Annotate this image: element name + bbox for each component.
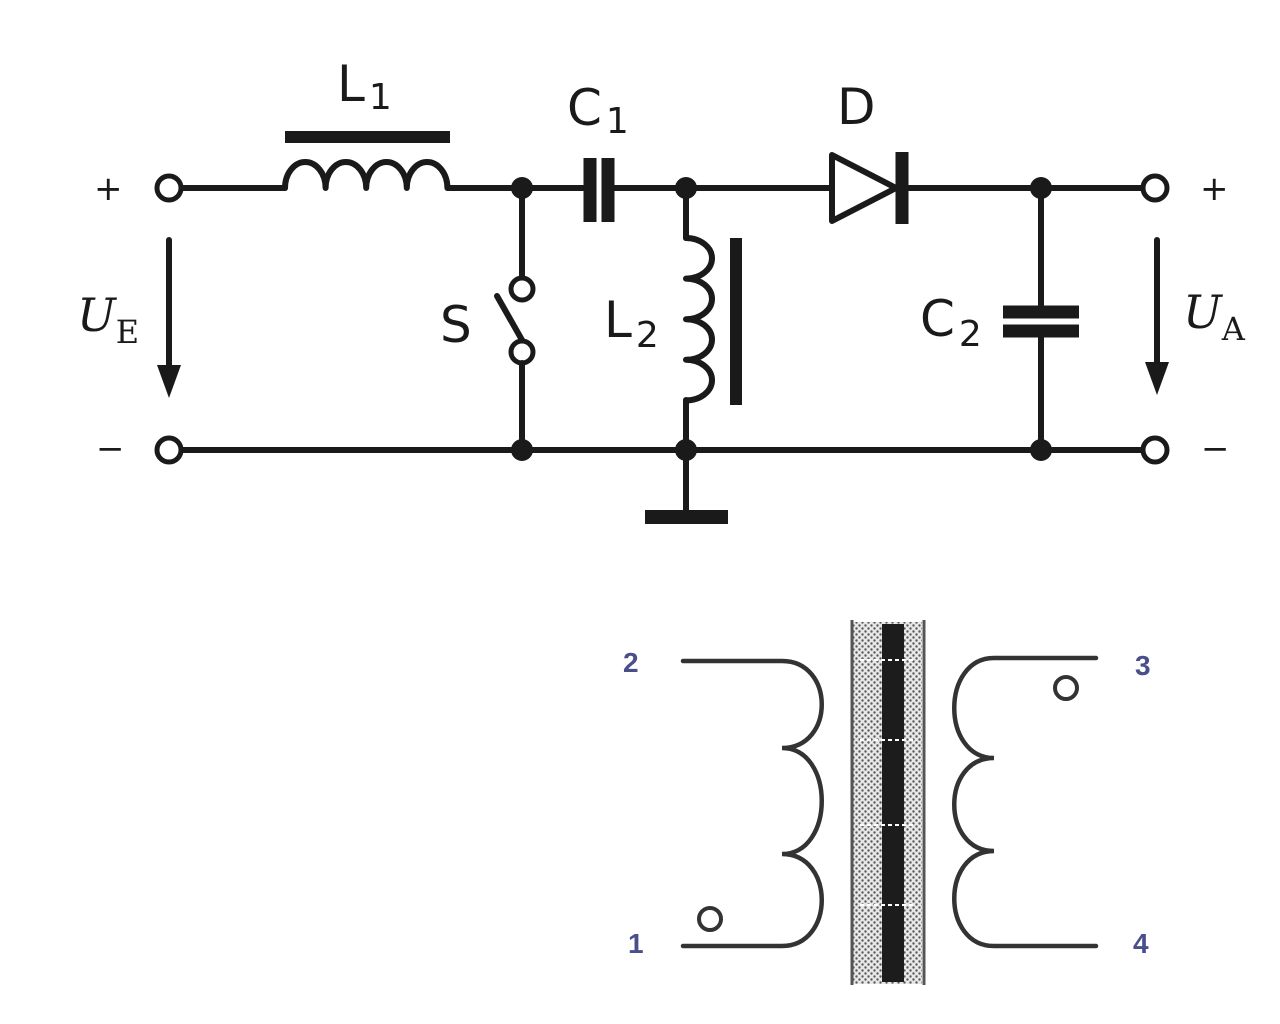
junction-dots (511, 177, 1052, 461)
pin-label-1: 1 (628, 928, 644, 959)
input-terminals: + − UE (77, 169, 184, 469)
switch-s-label: S (440, 296, 472, 354)
output-minus-label: − (1201, 429, 1230, 469)
pin-label-3: 3 (1135, 650, 1151, 681)
ground-symbol (645, 447, 728, 524)
output-plus-label: + (1200, 169, 1229, 209)
input-voltage-arrow (157, 365, 181, 398)
output-voltage-arrow (1145, 362, 1169, 395)
output-terminals: + − UA (1140, 169, 1246, 469)
primary-polarity-dot (697, 906, 723, 932)
pin-label-4: 4 (1133, 928, 1149, 959)
diode-d-label: D (837, 78, 876, 136)
transformer-symbol: 2 1 3 4 (623, 620, 1151, 985)
secondary-winding (952, 655, 1099, 949)
pin-label-2: 2 (623, 647, 639, 678)
primary-winding (680, 658, 824, 949)
secondary-polarity-dot (1053, 675, 1079, 701)
diode-d: D (829, 78, 909, 224)
input-voltage-label: UE (77, 288, 139, 351)
output-voltage-label: UA (1183, 285, 1246, 348)
transformer-core (850, 620, 926, 985)
switch-s: S (440, 185, 536, 453)
input-plus-label: + (94, 169, 123, 209)
input-minus-label: − (96, 429, 125, 469)
